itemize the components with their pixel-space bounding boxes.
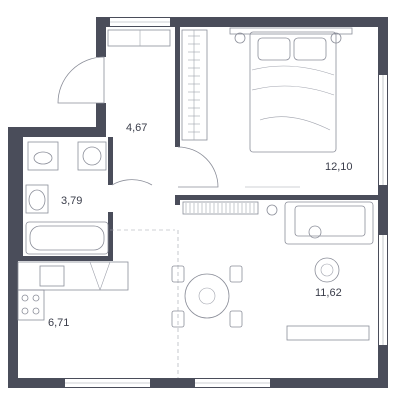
area-labels: 4,67 3,79 12,10 11,62 6,71 <box>48 122 353 329</box>
wall-right <box>378 17 388 388</box>
wall-bedroom-bottom <box>175 195 378 200</box>
door-entrance <box>57 56 105 104</box>
wall-hall-left-top <box>96 17 106 57</box>
door-bedroom <box>177 146 219 188</box>
area-hall: 4,67 <box>126 122 147 134</box>
wardrobe <box>181 29 208 141</box>
bathroom-fixtures <box>25 141 109 255</box>
wall-bath-bottom <box>18 256 113 261</box>
wall-bath-right-top <box>108 137 113 185</box>
door-bathroom <box>111 179 153 186</box>
bed <box>229 27 353 153</box>
area-bedroom: 12,10 <box>325 161 353 173</box>
kitchen-fixtures <box>17 261 129 321</box>
wall-step <box>8 127 106 137</box>
area-bathroom: 3,79 <box>61 195 82 207</box>
wall-bath-right-bottom <box>108 212 113 261</box>
wall-left <box>8 127 18 388</box>
wall-bedroom-left <box>175 27 180 147</box>
wall-hall-left-bottom <box>96 103 106 137</box>
hall-shelf <box>107 29 171 47</box>
area-living: 11,62 <box>315 287 342 299</box>
windows <box>65 18 387 387</box>
doors <box>57 56 219 378</box>
wall-bath-left <box>18 137 23 261</box>
area-kitchen: 6,71 <box>48 317 69 329</box>
living-furniture <box>171 201 374 341</box>
wall-top <box>96 17 388 27</box>
